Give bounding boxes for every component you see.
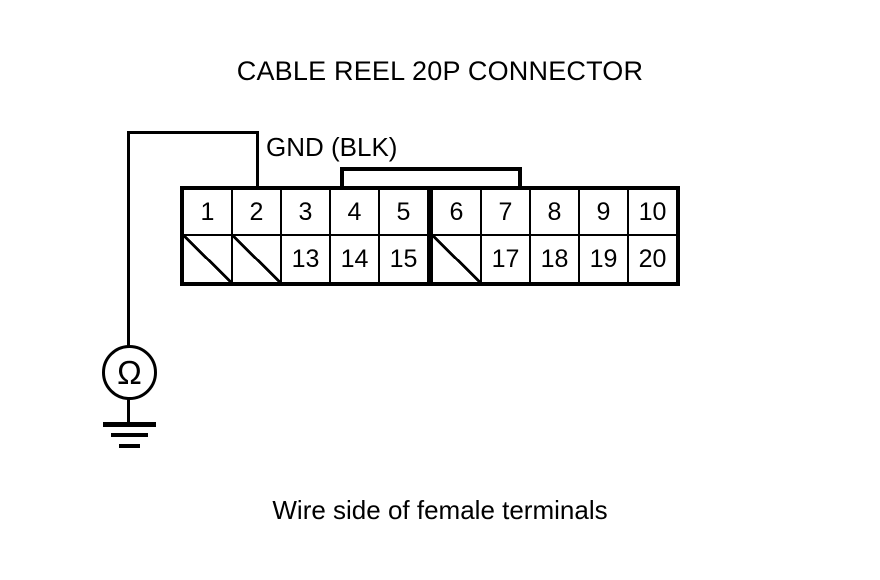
terminal-cell-10[interactable]: 10: [629, 190, 676, 234]
terminal-label: 10: [638, 197, 667, 226]
terminal-cell-19[interactable]: 19: [580, 236, 629, 282]
connector-row-bottom: 11 12 13 14 15 16 17 18: [184, 236, 676, 282]
terminal-label: 17: [491, 244, 520, 273]
terminal-label: 8: [547, 197, 562, 226]
connector-locking-tab: [340, 167, 522, 189]
terminal-cell-4[interactable]: 4: [331, 190, 380, 234]
ground-lead-wire: [127, 398, 130, 424]
ground-symbol-bar-3: [119, 444, 140, 448]
cable-reel-connector: 1 2 3 4 5 6 7 8 9: [180, 186, 680, 286]
ohmmeter-icon: Ω: [102, 345, 157, 400]
terminal-label: 15: [389, 244, 418, 273]
terminal-label: 6: [449, 197, 464, 226]
terminal-cell-13[interactable]: 13: [282, 236, 331, 282]
ground-symbol-bar-2: [111, 433, 148, 437]
ground-wire-label: GND (BLK): [266, 132, 398, 162]
terminal-cell-9[interactable]: 9: [580, 190, 629, 234]
diagram-caption: Wire side of female terminals: [272, 495, 608, 525]
terminal-cell-12-empty[interactable]: 12: [233, 236, 282, 282]
terminal-label: 20: [638, 244, 667, 273]
terminal-cell-6[interactable]: 6: [429, 190, 482, 234]
terminal-cell-14[interactable]: 14: [331, 236, 380, 282]
ohm-symbol: Ω: [117, 354, 142, 391]
terminal-cell-5[interactable]: 5: [380, 190, 429, 234]
probe-wire-vertical: [127, 131, 130, 353]
terminal-label: 14: [340, 244, 369, 273]
terminal-cell-18[interactable]: 18: [531, 236, 580, 282]
terminal-cell-8[interactable]: 8: [531, 190, 580, 234]
terminal-cell-20[interactable]: 20: [629, 236, 676, 282]
terminal-cell-11-empty[interactable]: 11: [184, 236, 233, 282]
terminal-cell-7[interactable]: 7: [482, 190, 531, 234]
page-title: CABLE REEL 20P CONNECTOR: [236, 56, 644, 86]
terminal-cell-3[interactable]: 3: [282, 190, 331, 234]
terminal-label: 7: [498, 197, 513, 226]
terminal-label: 1: [200, 197, 215, 226]
terminal-label: 2: [249, 197, 264, 226]
terminal-cell-17[interactable]: 17: [482, 236, 531, 282]
terminal-cell-2[interactable]: 2: [233, 190, 282, 234]
terminal-label: 13: [291, 244, 320, 273]
terminal-label: 9: [596, 197, 611, 226]
terminal-label: 19: [589, 244, 618, 273]
terminal-label: 4: [347, 197, 362, 226]
probe-wire-horizontal: [127, 131, 259, 134]
terminal-cell-1[interactable]: 1: [184, 190, 233, 234]
terminal-label: 18: [540, 244, 569, 273]
terminal-label: 3: [298, 197, 313, 226]
terminal-cell-15[interactable]: 15: [380, 236, 429, 282]
probe-wire-lead-to-terminal: [256, 131, 259, 188]
connector-row-top: 1 2 3 4 5 6 7 8 9: [184, 190, 676, 236]
terminal-label: 5: [396, 197, 411, 226]
terminal-cell-16-empty[interactable]: 16: [429, 236, 482, 282]
ground-symbol-bar-1: [103, 422, 156, 427]
